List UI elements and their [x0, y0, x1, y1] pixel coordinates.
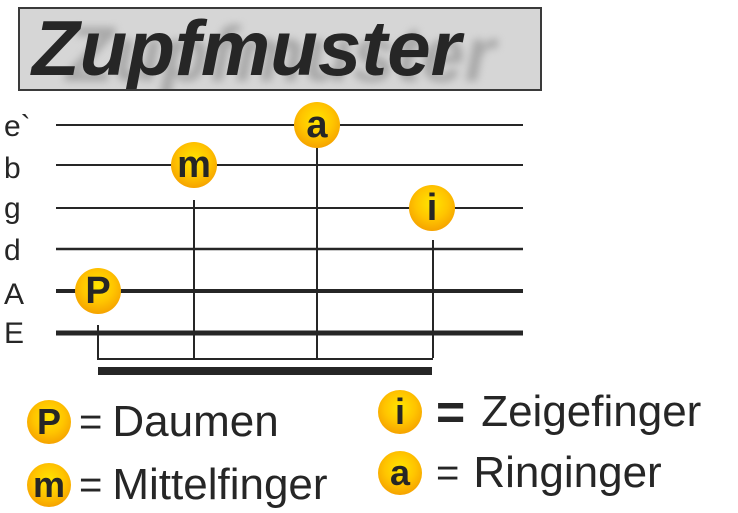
legend-label-daumen: Daumen [112, 397, 279, 446]
legend-equals: = [436, 450, 460, 495]
legend-badge-a: a [378, 451, 422, 495]
legend-badge-P: P [27, 400, 71, 444]
title-shadow: Zupfmuster [66, 10, 495, 91]
page-title: Zupfmuster [32, 7, 461, 91]
legend-item-daumen: P = Daumen [27, 397, 279, 447]
beam-thick [98, 367, 432, 375]
finger-badge-i: i [409, 185, 455, 231]
string-label-d: d [4, 234, 21, 267]
legend-item-mittelfinger: m = Mittelfinger [27, 460, 328, 510]
title-banner: Zupfmuster Zupfmuster [18, 7, 542, 91]
finger-badge-P: P [75, 268, 121, 314]
legend-label-ringfinger: Ringinger [473, 448, 662, 497]
legend-equals: = [79, 399, 103, 444]
string-label-A: A [4, 278, 25, 311]
string-label-e: e` [4, 110, 31, 143]
legend-equals: = [436, 384, 466, 440]
legend-badge-m: m [27, 463, 71, 507]
finger-badge-a: a [294, 102, 340, 148]
legend-label-mittelfinger: Mittelfinger [112, 460, 328, 509]
legend-label-zeigefinger: Zeigefinger [481, 387, 702, 436]
string-label-E: E [4, 317, 25, 350]
finger-badge-m: m [171, 142, 217, 188]
legend-item-zeigefinger: i = Zeigefinger [378, 383, 701, 441]
string-label-g: g [4, 192, 21, 225]
legend-item-ringfinger: a = Ringinger [378, 448, 662, 498]
string-label-b: b [4, 152, 21, 185]
legend-badge-i: i [378, 390, 422, 434]
legend-equals: = [79, 462, 103, 507]
